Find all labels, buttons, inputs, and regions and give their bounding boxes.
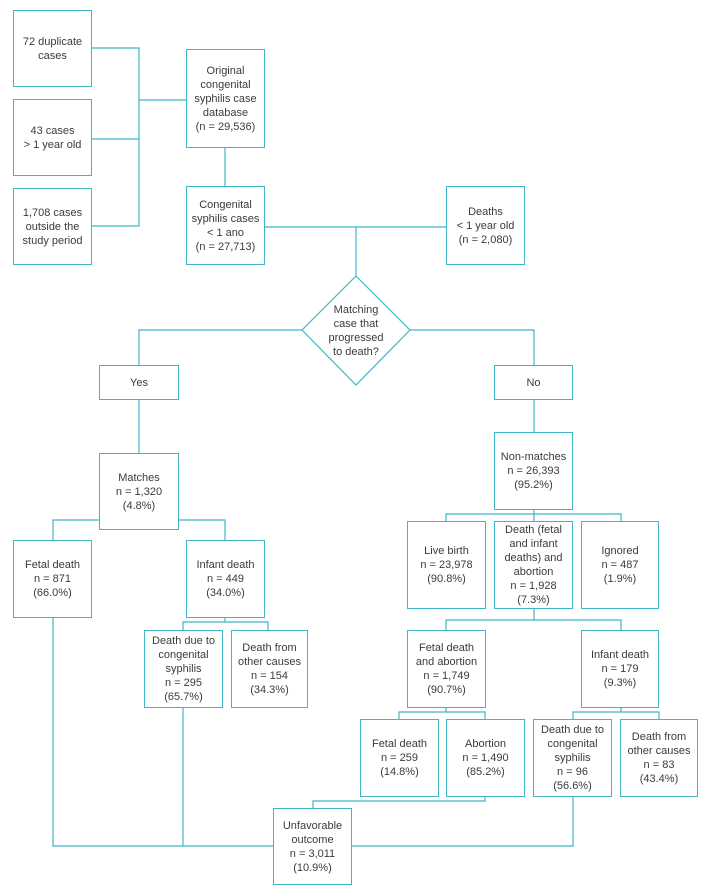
- death-other-no-box: Death from other causes n = 83 (43.4%): [620, 719, 698, 797]
- no-box: No: [494, 365, 573, 400]
- fetal-death-no-label: Fetal death n = 259 (14.8%): [371, 738, 428, 778]
- death-cs-no-label: Death due to congenital syphilis n = 96 …: [541, 724, 604, 792]
- no-label: No: [526, 376, 541, 389]
- death-cs-yes-label: Death due to congenital syphilis n = 295…: [152, 635, 215, 703]
- connector-deathabort-split-r: [534, 619, 622, 630]
- connector-infantno-split: [572, 708, 622, 719]
- infant-death-yes-label: Infant death n = 449 (34.0%): [196, 559, 255, 599]
- non-matches-box: Non-matches n = 26,393 (95.2%): [494, 432, 573, 510]
- connector-decision-no: [410, 329, 535, 365]
- live-birth-label: Live birth n = 23,978 (90.8%): [420, 545, 473, 585]
- abortion-label: Abortion n = 1,490 (85.2%): [462, 738, 509, 778]
- connector-infantno-split-r: [621, 711, 660, 719]
- fetal-death-no-box: Fetal death n = 259 (14.8%): [360, 719, 439, 797]
- original-database-label: Original congenital syphilis case databa…: [194, 64, 257, 133]
- original-database-box: Original congenital syphilis case databa…: [186, 49, 265, 148]
- death-cs-no-box: Death due to congenital syphilis n = 96 …: [533, 719, 612, 797]
- cs-cases-label: Congenital syphilis cases < 1 ano (n = 2…: [191, 198, 260, 253]
- death-cs-yes-box: Death due to congenital syphilis n = 295…: [144, 630, 223, 708]
- connector-fetalabort-split: [398, 708, 447, 719]
- unfavorable-outcome-label: Unfavorable outcome n = 3,011 (10.9%): [282, 819, 343, 874]
- decision-diamond: [301, 275, 411, 386]
- death-abortion-label: Death (fetal and infant deaths) and abor…: [504, 524, 563, 606]
- decision-label: Matching case that progressed to death?: [328, 304, 384, 358]
- deaths-box: Deaths < 1 year old (n = 2,080): [446, 186, 525, 265]
- yes-label: Yes: [130, 376, 148, 389]
- unfavorable-outcome-box: Unfavorable outcome n = 3,011 (10.9%): [273, 808, 352, 885]
- connector-nonmatches-split: [445, 510, 535, 521]
- death-abortion-box: Death (fetal and infant deaths) and abor…: [494, 521, 573, 609]
- matches-label: Matches n = 1,320 (4.8%): [115, 471, 163, 512]
- excluded-duplicates-box: 72 duplicate cases: [13, 10, 92, 87]
- excluded-outside-period-box: 1,708 cases outside the study period: [13, 188, 92, 265]
- connector-infant-split: [182, 618, 226, 630]
- excluded-over-one-year-label: 43 cases > 1 year old: [23, 124, 82, 151]
- excluded-outside-period-label: 1,708 cases outside the study period: [22, 206, 83, 247]
- infant-death-no-label: Infant death n = 179 (9.3%): [590, 649, 650, 689]
- excluded-over-one-year-box: 43 cases > 1 year old: [13, 99, 92, 176]
- yes-box: Yes: [99, 365, 179, 400]
- connector-decision-yes: [138, 329, 302, 365]
- connector-cs-no-to-outcome: [352, 797, 574, 847]
- connector-nonmatches-split-r: [534, 513, 622, 521]
- excluded-duplicates-label: 72 duplicate cases: [22, 35, 83, 62]
- ignored-box: Ignored n = 487 (1.9%): [581, 521, 659, 609]
- death-other-yes-box: Death from other causes n = 154 (34.3%): [231, 630, 308, 708]
- live-birth-box: Live birth n = 23,978 (90.8%): [407, 521, 486, 609]
- infant-death-no-box: Infant death n = 179 (9.3%): [581, 630, 659, 708]
- connector-exclusions: [92, 47, 140, 227]
- death-other-no-label: Death from other causes n = 83 (43.4%): [627, 731, 691, 785]
- abortion-box: Abortion n = 1,490 (85.2%): [446, 719, 525, 797]
- connector-abortion-to-outcome: [312, 797, 486, 808]
- fetal-death-yes-box: Fetal death n = 871 (66.0%): [13, 540, 92, 618]
- connector-infant-split-r: [225, 621, 269, 630]
- non-matches-label: Non-matches n = 26,393 (95.2%): [500, 451, 567, 491]
- death-other-yes-label: Death from other causes n = 154 (34.3%): [238, 642, 301, 696]
- connector-fetal-to-outcome: [52, 618, 273, 847]
- connector-fetalabort-split-r: [446, 711, 486, 719]
- connector-deathabort-split: [445, 609, 535, 630]
- fetal-abortion-box: Fetal death and abortion n = 1,749 (90.7…: [407, 630, 486, 708]
- fetal-abortion-label: Fetal death and abortion n = 1,749 (90.7…: [415, 642, 478, 696]
- fetal-death-yes-label: Fetal death n = 871 (66.0%): [24, 559, 81, 599]
- deaths-label: Deaths < 1 year old (n = 2,080): [456, 205, 515, 246]
- infant-death-yes-box: Infant death n = 449 (34.0%): [186, 540, 265, 618]
- matches-box: Matches n = 1,320 (4.8%): [99, 453, 179, 530]
- ignored-label: Ignored n = 487 (1.9%): [601, 545, 639, 585]
- cs-cases-box: Congenital syphilis cases < 1 ano (n = 2…: [186, 186, 265, 265]
